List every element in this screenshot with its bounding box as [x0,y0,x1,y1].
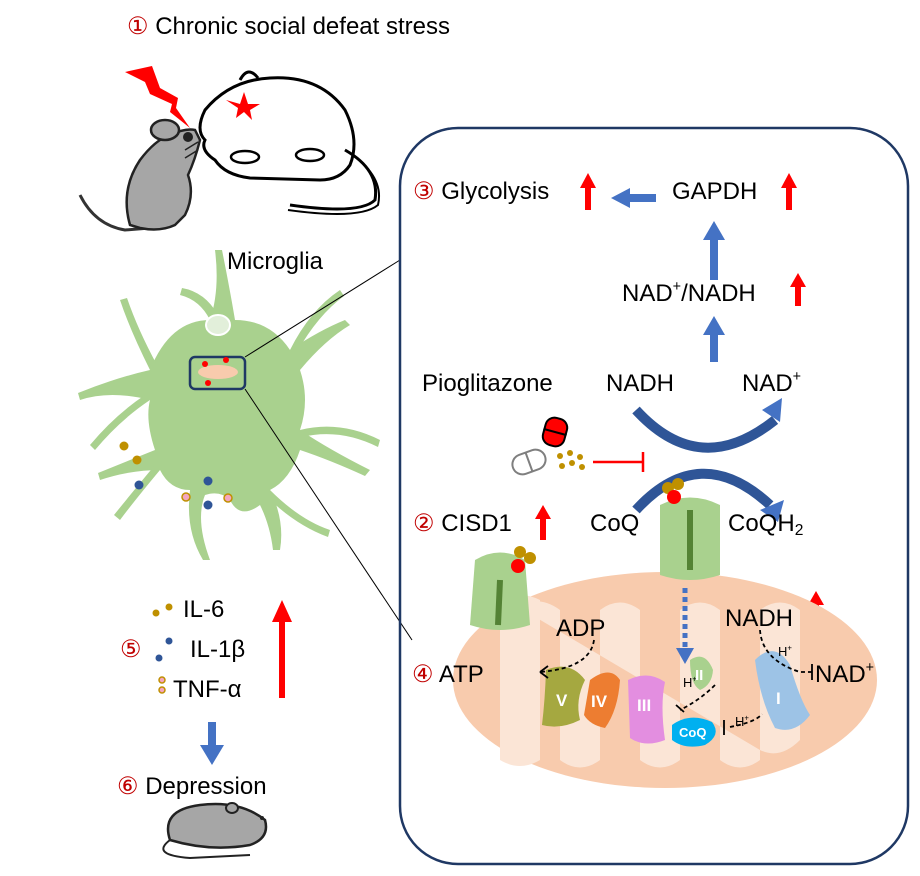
plus-sup: + [792,368,802,385]
nadh-text: /NADH [681,280,756,307]
atp-label: ATP [438,661,484,688]
complex-iv-shape [584,672,620,728]
step-4-atp: ④ ATP [412,663,484,687]
nad-text: NAD [742,370,793,397]
nad-nadh-ratio-label: NAD+/NADH [622,278,756,307]
gapdh-up-arrow-icon [781,173,797,210]
step-1-label: Chronic social defeat stress [155,13,450,40]
nad-text: NAD [622,280,673,307]
complex-iii-label: III [637,696,652,715]
redox-crossing-arrows [632,398,784,522]
coq-chip-shape [672,717,716,747]
to-depression-arrow [200,722,224,765]
cytokine-tnfa: TNF-α [173,676,242,703]
zoom-line-top [244,259,401,358]
depression-label: Depression [145,773,267,800]
adp-label: ADP [556,615,606,642]
complex-v-shape [542,666,585,727]
step-2-number: ② [413,510,435,537]
cytokine-il1b: IL-1β [190,636,246,663]
nad-text: NAD [815,661,866,688]
depressed-mouse-icon [162,802,268,860]
ratio-up-arrow-icon [790,273,806,306]
step-5-num-text: ⑤ [120,636,142,663]
inhibition-line [593,452,645,472]
h-plus-2: H+ [683,674,697,690]
step-1-title: ① Chronic social defeat stress [127,15,450,39]
complex-iii-shape [628,675,665,744]
complex-ii-shape [690,656,713,690]
lightning-bolt-icon [125,66,190,128]
sub-2: 2 [794,521,804,539]
plus-sup: + [865,659,875,676]
cisd1-label: CISD1 [441,510,512,537]
microglia-label: Microglia [227,248,324,275]
step-6-number: ⑥ [117,773,139,800]
complex-ii-label: II [695,667,704,684]
pioglitazone-pill-icon [511,416,585,476]
cisd1-up-arrow-icon [535,505,551,540]
flow-arrows [611,188,725,362]
nadh-label: NADH [606,370,675,397]
aggressor-mouse-icon [198,70,380,215]
step-2-cisd1: ② CISD1 [413,512,512,536]
cytokine-up-arrow-icon [272,600,292,698]
mitochondrion [453,572,877,788]
complex-v-label: V [556,691,568,710]
nadh-mito-label: NADH [725,605,794,632]
glycolysis-label: Glycolysis [441,178,550,205]
cisd1-complex-left [470,546,536,630]
complex-i-label: I [776,689,781,708]
complex-iv-label: IV [591,692,608,711]
coqh2-label: CoQH2 [728,510,804,539]
coqh-text: CoQH [728,510,795,537]
h-plus-3: H+ [735,713,749,729]
plus-sup: + [672,278,682,295]
defeated-mouse-icon [78,118,202,232]
nucleus [205,314,231,336]
step-3-number: ③ [413,178,435,205]
cisd1-complex-center [660,478,720,580]
cytokine-il6: IL-6 [183,596,225,623]
microglia-cell [78,250,380,560]
electron-paths [539,629,813,735]
complex-i-shape [755,651,810,730]
glycolysis-up-arrow-icon [580,173,596,210]
h-plus-1: H+ [778,643,792,659]
step-3-glycolysis: ③ Glycolysis [413,180,549,204]
step-6-depression: ⑥ Depression [117,775,267,799]
step-4-number: ④ [412,661,434,688]
mini-mitochondrion [198,365,238,379]
step-1-number: ① [127,13,149,40]
coq-chip-label: CoQ [679,725,707,740]
step-5-number: ⑤ [120,638,142,662]
nad-plus-label: NAD+ [742,368,802,397]
pioglitazone-label: Pioglitazone [422,370,553,397]
zoom-box [188,355,247,391]
zoom-line-bottom [244,388,413,641]
coq-label: CoQ [590,510,640,537]
gapdh-label: GAPDH [672,178,758,205]
mechanism-panel [398,126,910,866]
nad-mito-label: NAD+ [815,659,875,688]
